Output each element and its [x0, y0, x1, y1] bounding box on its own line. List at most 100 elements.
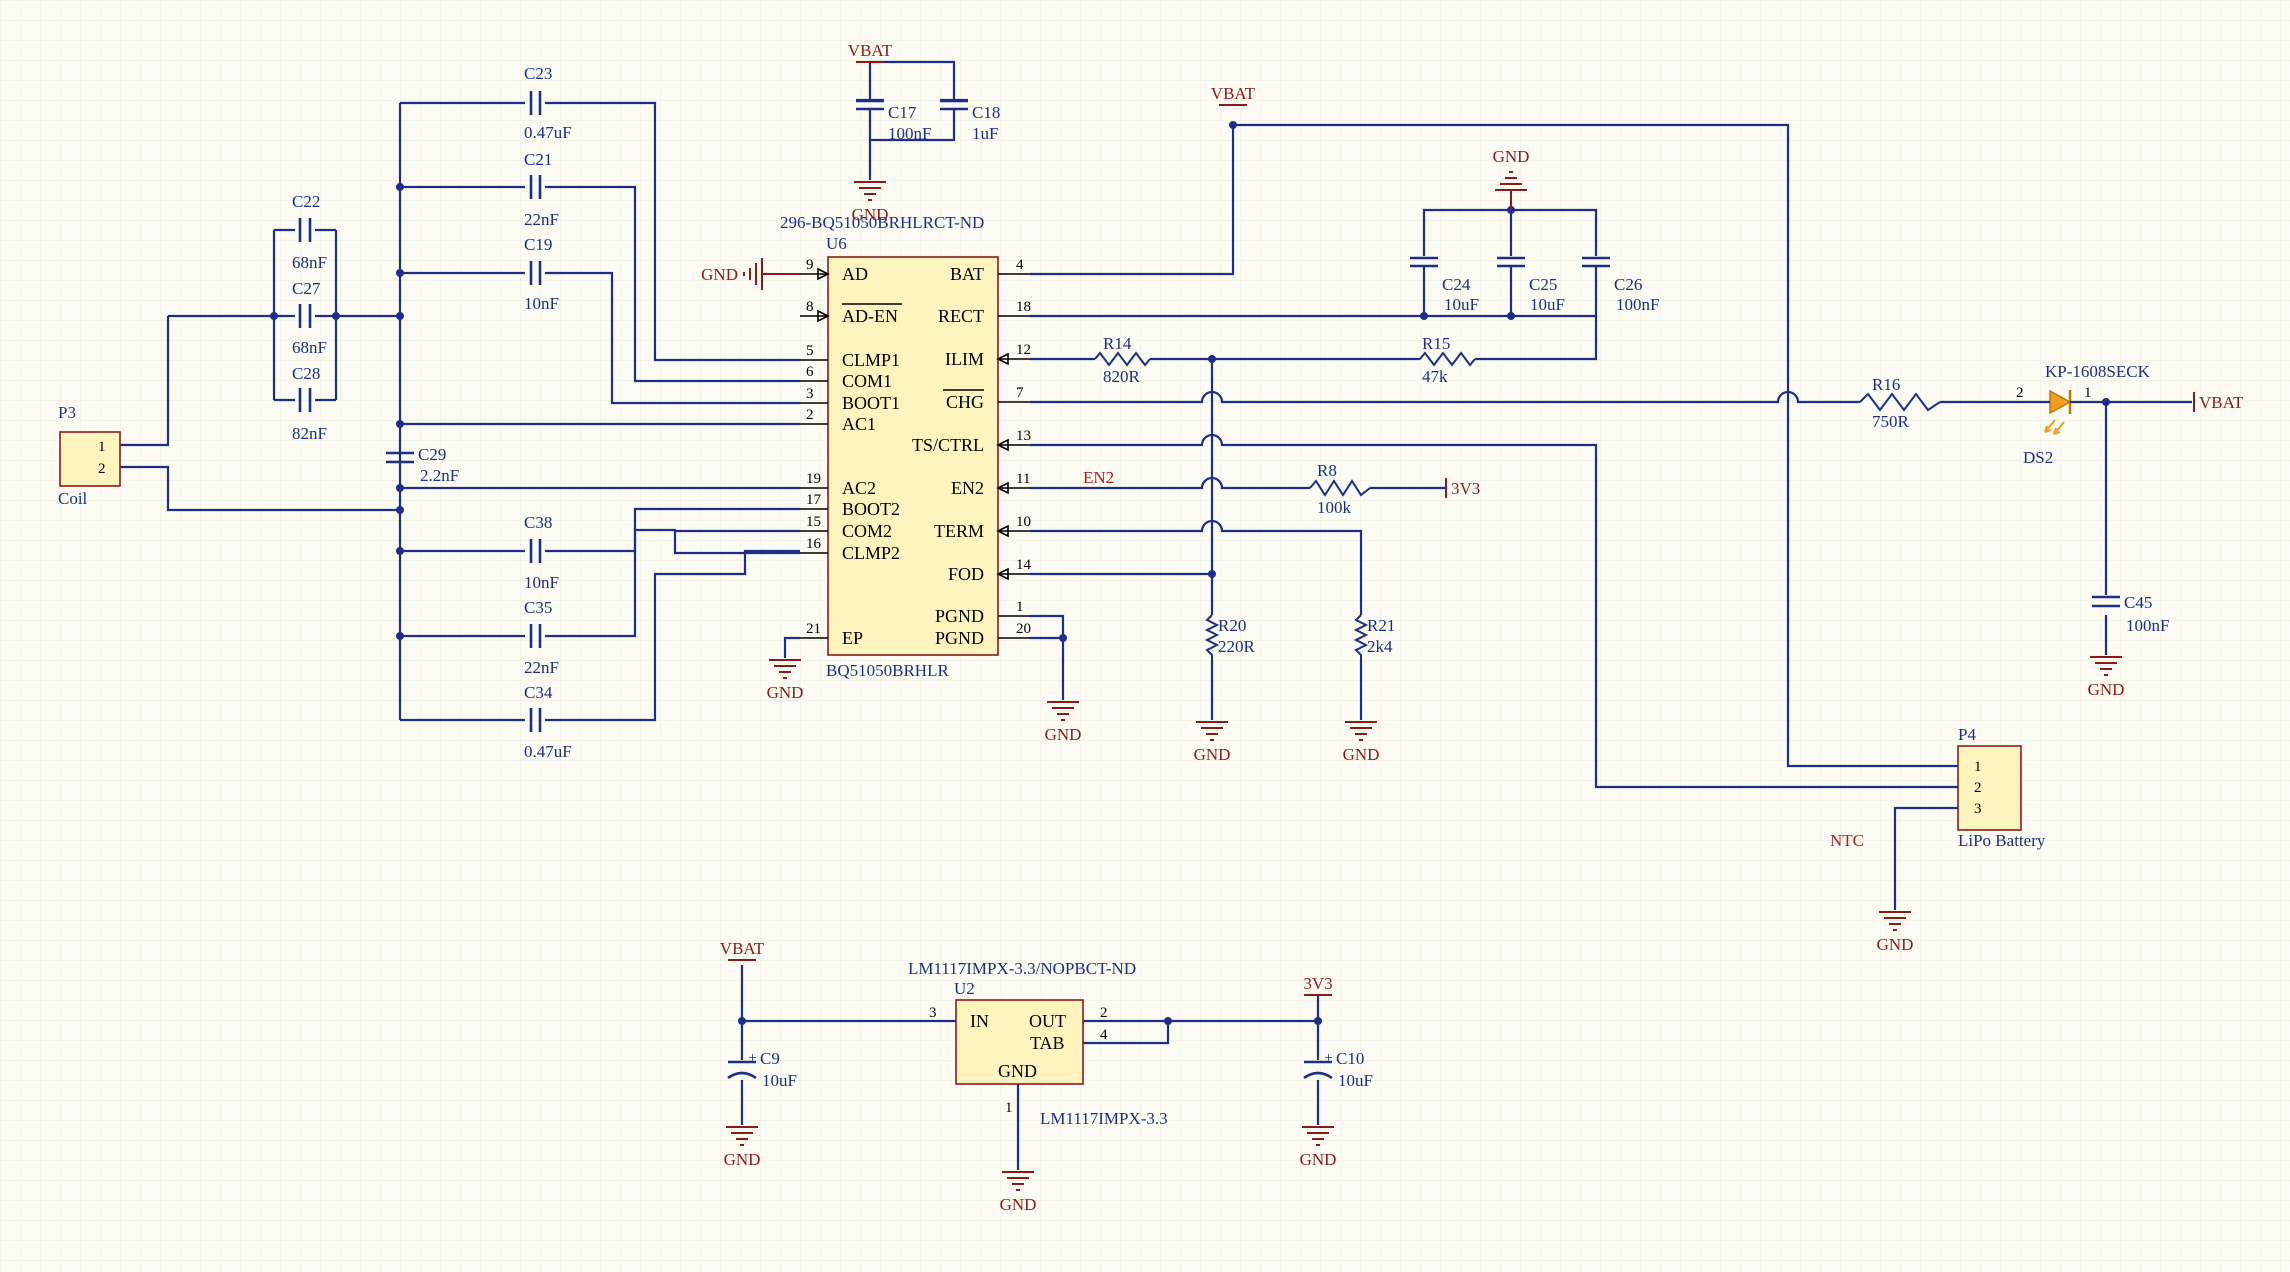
r21-value: 2k4: [1367, 637, 1393, 656]
c18-value: 1uF: [972, 124, 998, 143]
gnd-symbol: GND: [2088, 656, 2124, 699]
u6-pin-name: RECT: [938, 306, 984, 326]
r14-resistor[interactable]: R14 820R: [1094, 334, 1151, 386]
c17-value: 100nF: [888, 124, 931, 143]
c23-capacitor[interactable]: C23 0.47uF: [524, 64, 572, 142]
u6-pin-number: 16: [806, 536, 822, 552]
p3-coil-connector[interactable]: P3 Coil 1 2: [58, 403, 121, 508]
c27-capacitor[interactable]: C27 68nF: [292, 279, 327, 357]
c10-value: 10uF: [1338, 1071, 1373, 1090]
u6-pin-name: COM2: [842, 521, 892, 541]
c29-value: 2.2nF: [420, 466, 459, 485]
u6-pin-name: TS/CTRL: [912, 435, 984, 455]
u6-pin-name: ILIM: [945, 349, 984, 369]
p4-pin2: 2: [1974, 780, 1982, 796]
u2-ldo[interactable]: U2 LM1117IMPX-3.3/NOPBCT-ND LM1117IMPX-3…: [908, 959, 1168, 1128]
r8-value: 100k: [1317, 498, 1352, 517]
gnd-label: GND: [724, 1150, 761, 1169]
c26-value: 100nF: [1616, 295, 1659, 314]
c17-capacitor[interactable]: C17 100nF: [856, 60, 968, 180]
c18-capacitor[interactable]: C18 1uF: [940, 99, 1000, 143]
c10-capacitor[interactable]: + C10 10uF: [1303, 1049, 1373, 1090]
c25-value: 10uF: [1530, 295, 1565, 314]
r20-value: 220R: [1218, 637, 1256, 656]
v3v3-label: 3V3: [1303, 974, 1332, 993]
u6-pin-number: 14: [1016, 557, 1032, 573]
gnd-label: GND: [767, 683, 804, 702]
gnd-symbol: GND: [1493, 147, 1529, 210]
u6-pin-number: 12: [1016, 342, 1031, 358]
gnd-symbol: GND: [1194, 721, 1231, 764]
gnd-label: GND: [852, 205, 889, 224]
u6-pin-number: 15: [806, 514, 821, 530]
c45-capacitor[interactable]: C45 100nF: [2092, 593, 2169, 635]
c25-capacitor[interactable]: C25 10uF: [1497, 256, 1565, 314]
p3-body: [59, 431, 121, 487]
c9-polarity: +: [748, 1050, 757, 1067]
u2-part-number: LM1117IMPX-3.3/NOPBCT-ND: [908, 959, 1136, 978]
c35-ref: C35: [524, 598, 552, 617]
c26-capacitor[interactable]: C26 100nF: [1582, 256, 1659, 314]
led-light-rays-icon: [2044, 419, 2065, 435]
r15-resistor[interactable]: R15 47k: [1419, 334, 1476, 386]
c9-value: 10uF: [762, 1071, 797, 1090]
c21-capacitor[interactable]: C21 22nF: [524, 150, 559, 229]
c9-capacitor[interactable]: + C9 10uF: [727, 1049, 797, 1090]
c24-capacitor[interactable]: C24 10uF: [1410, 256, 1479, 314]
c22-capacitor[interactable]: C22 68nF: [292, 192, 327, 272]
c22-ref: C22: [292, 192, 320, 211]
vbat-symbol: VBAT: [848, 41, 893, 63]
u2-pin-in-num: 3: [929, 1005, 937, 1021]
u6-pin-name: PGND: [935, 628, 984, 648]
r8-resistor[interactable]: R8 100k: [1309, 461, 1371, 517]
gnd-label: GND: [701, 265, 738, 284]
gnd-label: GND: [1343, 745, 1380, 764]
r16-resistor[interactable]: R16 750R: [1859, 375, 1941, 431]
c45-value: 100nF: [2126, 616, 2169, 635]
c35-capacitor[interactable]: C35 22nF: [524, 598, 559, 677]
v3v3-symbol: 3V3: [1445, 478, 1480, 498]
r15-ref: R15: [1422, 334, 1450, 353]
c38-capacitor[interactable]: C38 10nF: [524, 513, 559, 592]
p4-battery-connector[interactable]: P4 LiPo Battery 1 2 3: [1930, 725, 2046, 850]
c25-ref: C25: [1529, 275, 1557, 294]
r20-resistor[interactable]: R20 220R: [1204, 614, 1256, 660]
u6-pin-name: PGND: [935, 606, 984, 626]
u6-pin-name: BOOT2: [842, 499, 900, 519]
c19-value: 10nF: [524, 294, 559, 313]
c35-value: 22nF: [524, 658, 559, 677]
c28-value: 82nF: [292, 424, 327, 443]
gnd-label: GND: [1000, 1195, 1037, 1214]
r21-resistor[interactable]: R21 2k4: [1353, 614, 1395, 660]
r21-ref: R21: [1367, 616, 1395, 635]
c19-capacitor[interactable]: C19 10nF: [524, 235, 559, 313]
ds2-ref: DS2: [2023, 448, 2053, 467]
c27-ref: C27: [292, 279, 321, 298]
pin-arrow: [996, 481, 1009, 495]
gnd-label: GND: [1194, 745, 1231, 764]
r15-value: 47k: [1422, 367, 1448, 386]
u6-pin-name: EP: [842, 628, 863, 648]
gnd-symbol: GND: [1300, 1126, 1336, 1169]
gnd-symbol: GND: [701, 258, 800, 290]
c29-capacitor[interactable]: C29 2.2nF: [386, 445, 459, 485]
capacitors: C23 0.47uF C21 22nF C19 10nF C22 68nF C2…: [292, 60, 2169, 1090]
u2-pin-gnd-num: 1: [1005, 1100, 1013, 1116]
gnd-label: GND: [1045, 725, 1082, 744]
gnd-symbol: GND: [1045, 701, 1082, 744]
p3-ref: P3: [58, 403, 76, 422]
u6-pin-number: 17: [806, 492, 822, 508]
u6-value: BQ51050BRHLR: [826, 661, 949, 680]
r8-ref: R8: [1317, 461, 1337, 480]
p4-pin3: 3: [1974, 801, 1982, 817]
c28-capacitor[interactable]: C28 82nF: [292, 364, 327, 443]
u2-pin-in-name: IN: [970, 1011, 989, 1031]
ds2-pin-k: 1: [2084, 385, 2092, 401]
ds2-led[interactable]: DS2 KP-1608SECK 2 1: [2016, 362, 2151, 467]
p4-ref: P4: [1958, 725, 1976, 744]
u6-pin-number: 18: [1016, 299, 1031, 315]
c34-capacitor[interactable]: C34 0.47uF: [524, 683, 572, 761]
c19-ref: C19: [524, 235, 552, 254]
